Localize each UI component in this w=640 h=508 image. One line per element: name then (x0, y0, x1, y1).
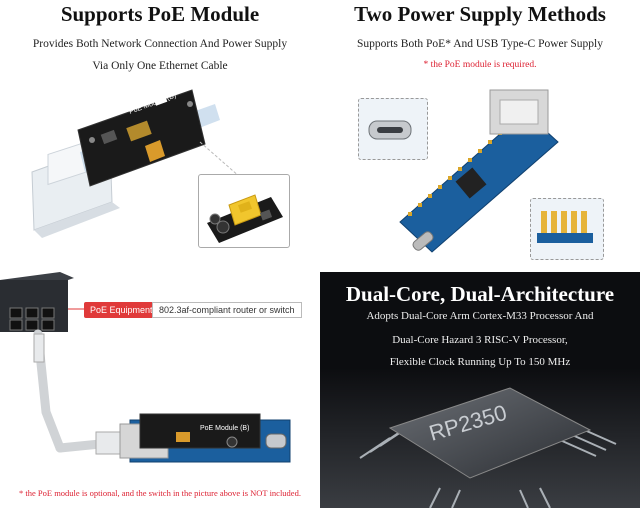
dual-core-line2: Dual-Core Hazard 3 RISC-V Processor, (392, 334, 568, 346)
usb-c-callout (358, 98, 428, 160)
chip-icon (388, 387, 592, 479)
panel-title-poe: Supports PoE Module (60, 2, 260, 26)
transformer-callout (198, 174, 290, 248)
poe-module-board (139, 413, 261, 449)
dual-core-title: Dual-Core, Dual-Architecture (345, 282, 615, 306)
panel-power-supply: Two Power Supply Methods Supports Both P… (320, 0, 640, 272)
poe-module-illustration: PoE Module (B) (31, 89, 241, 238)
ethernet-port-icon (489, 89, 549, 135)
poe-board-label-2: PoE Module (B) (200, 425, 249, 432)
dual-core-line1: Adopts Dual-Core Arm Cortex-M33 Processo… (366, 310, 594, 322)
power-note: * the PoE module is required. (423, 60, 537, 70)
poe-desc-line2: Via Only One Ethernet Cable (92, 60, 228, 72)
panel-poe-setup: PoE Module (B) PoE Equipment 802.3af-com… (0, 272, 320, 508)
poe-equipment-label: PoE Equipment (84, 302, 159, 318)
chip-illustration: RP2350 (320, 368, 640, 508)
poe-equipment-desc: 802.3af-compliant router or switch (152, 302, 302, 318)
panel-title-power: Two Power Supply Methods (354, 2, 606, 26)
header-pins-icon (537, 211, 593, 243)
chip-icon (455, 167, 487, 199)
pins-callout (530, 198, 604, 260)
usb-c-port-icon (368, 120, 412, 140)
rj45-plug-icon (95, 431, 123, 455)
usb-c-port-icon (265, 433, 287, 449)
dual-core-line3: Flexible Clock Running Up To 150 MHz (389, 356, 571, 368)
transformer-icon (207, 194, 283, 243)
poe-module-board: PoE Module (B) (77, 89, 206, 187)
poe-desc-line1: Provides Both Network Connection And Pow… (32, 38, 288, 50)
panel-dual-core: Dual-Core, Dual-Architecture Adopts Dual… (320, 272, 640, 508)
poe-optional-note: * the PoE module is optional, and the sw… (19, 488, 301, 498)
poe-setup-illustration: PoE Module (B) (0, 272, 291, 463)
usb-c-port-icon (412, 231, 434, 251)
panel-poe-module: Supports PoE Module Provides Both Networ… (0, 0, 320, 272)
switch-icon (0, 272, 74, 332)
pico-board-illustration (399, 89, 559, 253)
rj45-plug-icon (33, 333, 45, 363)
power-desc: Supports Both PoE* And USB Type-C Power … (357, 38, 603, 50)
